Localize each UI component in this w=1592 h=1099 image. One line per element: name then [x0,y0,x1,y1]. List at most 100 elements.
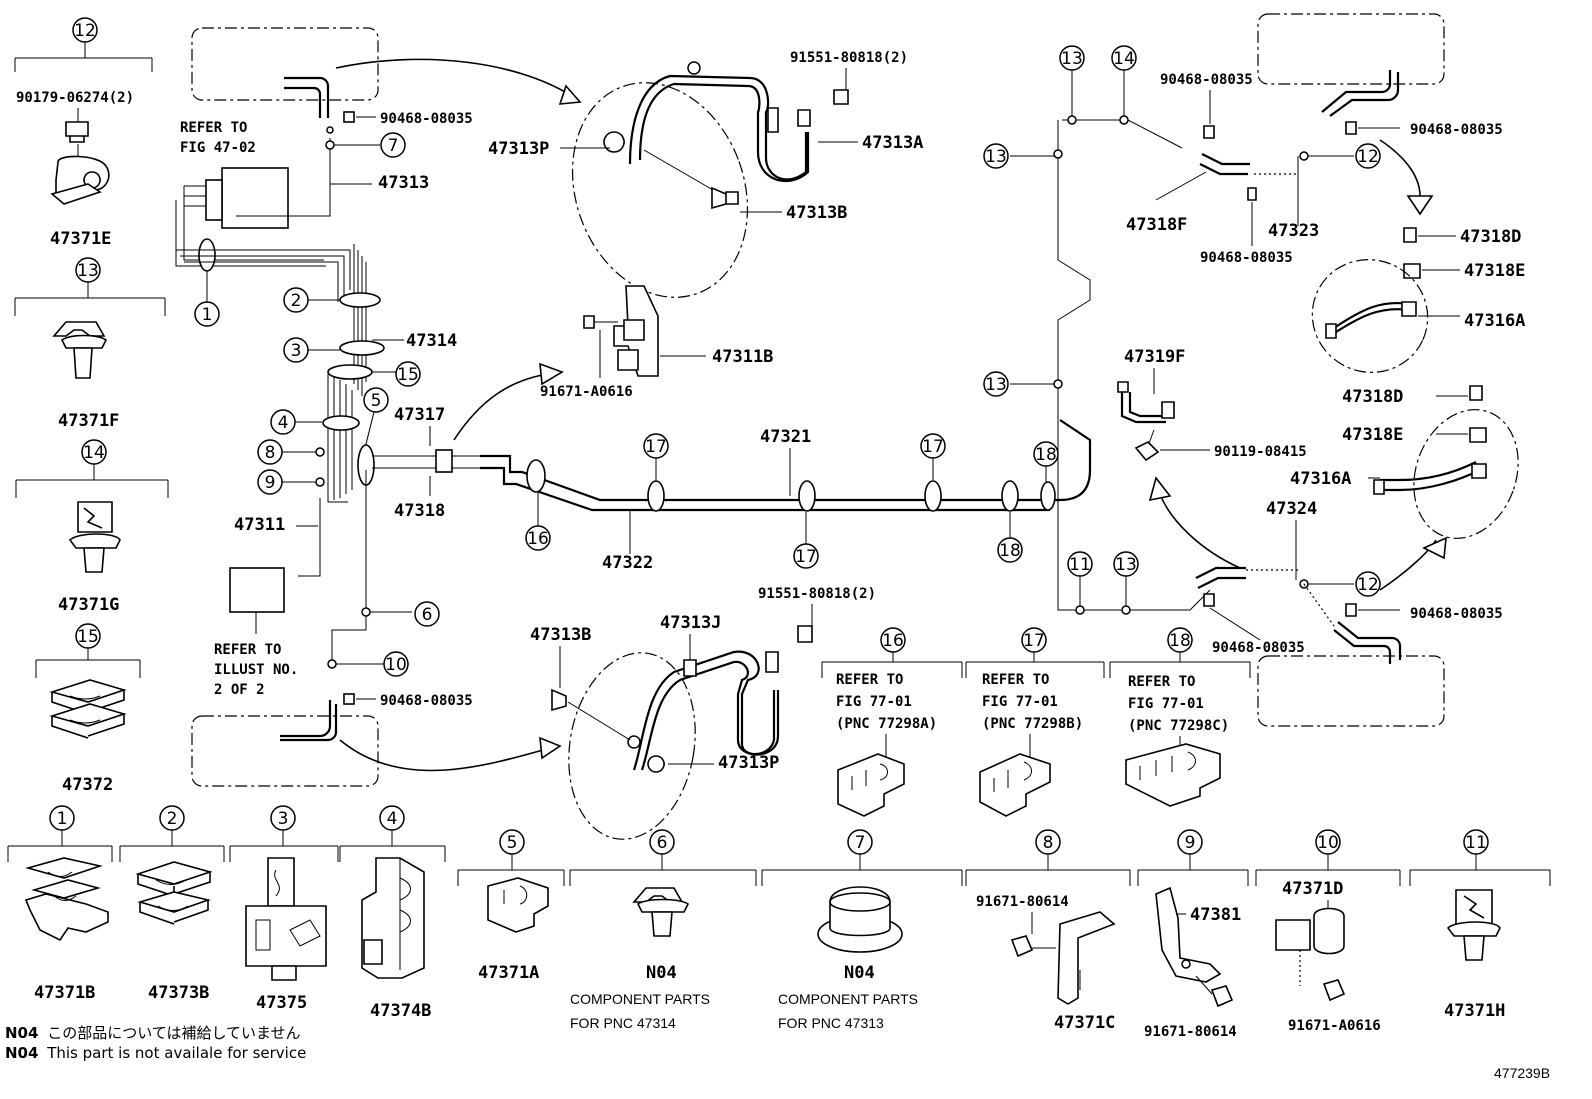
ref-text-a: REFER TO [180,120,247,136]
actuator-block [221,167,289,229]
part-91671-A0616-b: 91671-A0616 [1288,1018,1381,1034]
callout-17d: 17 [1023,631,1045,651]
part-47318E-b: 47318E [1342,425,1403,445]
callout-9: 9 [265,473,276,493]
ref-group-18: 18 REFER TO FIG 77-01 (PNC 77298C) [1109,627,1251,807]
n04-label-7: N04 [844,963,875,983]
part-90468-08035-g: 90468-08035 [1410,606,1503,622]
part-90468-08035-c: 90468-08035 [1160,72,1253,88]
part-47323: 47323 [1268,221,1319,241]
part-47371D: 47371D [1282,879,1343,899]
part-47371B: 47371B [34,983,95,1003]
ref-pnc-b: (PNC 77298B) [982,716,1083,732]
part-90468-08035-a: 90468-08035 [380,111,473,127]
catalog-item-5: 5 47371A [457,829,565,983]
part-47371H: 47371H [1444,1001,1505,1021]
part-47313A: 47313A [862,133,923,153]
part-90468-08035-e: 90468-08035 [1200,250,1293,266]
part-47318D-a: 47318D [1460,227,1521,247]
callout-12b: 12 [1357,147,1379,167]
callout-1b: 1 [202,305,213,325]
ref-illust-no: ILLUST NO. [214,662,298,678]
callout-3b: 3 [291,341,302,361]
part-47311: 47311 [234,515,285,535]
part-47316A-b: 47316A [1290,469,1351,489]
component-note-7-line1: COMPONENT PARTS [778,991,918,1007]
component-note-6-line2: FOR PNC 47314 [570,1015,676,1031]
callout-9c: 9 [1185,833,1196,853]
detail-box-bottom-right [1257,655,1445,727]
ref-fig-18: FIG 77-01 [1128,696,1204,712]
part-91551-80818-b: 91551-80818(2) [758,586,876,602]
part-47371E: 47371E [50,229,111,249]
part-47313J: 47313J [660,613,721,633]
callout-13e: 13 [1115,555,1137,575]
callout-3: 3 [278,809,289,829]
ref-group-17: 17 REFER TO FIG 77-01 (PNC 77298B) [965,627,1105,817]
callout-10b: 10 [385,655,407,675]
catalog-item-15: 15 47372 [35,623,141,795]
callout-17b: 17 [795,547,817,567]
callout-15b: 15 [397,365,419,385]
callout-4b: 4 [278,413,289,433]
part-47318E-a: 47318E [1464,261,1525,281]
footnote-n04-jp: N04 [5,1024,38,1042]
catalog-item-7: 7 N04 COMPONENT PARTS FOR PNC 47313 [761,829,963,1031]
ref-pnc-c: (PNC 77298C) [1128,718,1229,734]
catalog-item-4: 4 47374B [339,805,446,1021]
part-91671-A0616-a: 91671-A0616 [540,384,633,400]
callout-18b: 18 [1035,445,1057,465]
part-47374B: 47374B [370,1001,431,1021]
part-47311B: 47311B [712,347,773,367]
ref-two-of-two: 2 OF 2 [214,682,265,698]
catalog-item-14: 14 47371G [15,439,169,615]
part-47371C: 47371C [1054,1013,1115,1033]
callout-11b: 11 [1069,555,1091,575]
part-47314: 47314 [406,331,457,351]
callout-13d: 13 [985,375,1007,395]
part-47321: 47321 [760,427,811,447]
part-47373B: 47373B [148,983,209,1003]
callout-17c: 17 [922,437,944,457]
part-90119-08415: 90119-08415 [1214,444,1307,460]
catalog-item-3: 3 47375 [229,805,339,1013]
callout-8: 8 [265,443,276,463]
footnote-jp: N04 この部品については補給していません [5,1024,301,1042]
component-note-7-line2: FOR PNC 47313 [778,1015,884,1031]
part-47318F: 47318F [1126,215,1187,235]
footnote-en: N04 This part is not availale for servic… [5,1044,306,1062]
part-47381: 47381 [1190,905,1241,925]
catalog-item-13: 13 47371F [14,257,166,431]
callout-8c: 8 [1043,833,1054,853]
catalog-item-2: 2 47373B [119,805,225,1003]
part-47372: 47372 [62,775,113,795]
part-91671-80614-a: 91671-80614 [976,894,1069,910]
callout-4: 4 [387,809,398,829]
part-90179-06274: 90179-06274(2) [16,90,134,106]
callout-2b: 2 [291,291,302,311]
callout-11c: 11 [1465,833,1487,853]
part-47313B-b: 47313B [530,625,591,645]
catalog-item-9: 9 47381 91671-80614 [1137,829,1249,1040]
callout-17a: 17 [645,437,667,457]
part-91551-80818-a: 91551-80818(2) [790,50,908,66]
detail-box-bottom-left [191,715,379,787]
part-47375: 47375 [256,993,307,1013]
part-47324: 47324 [1266,499,1317,519]
catalog-item-6: 6 N04 COMPONENT PARTS FOR PNC 47314 [569,829,757,1031]
callout-13b: 13 [1061,49,1083,69]
catalog-item-12: 12 90179-06274(2) 47371E [14,17,153,249]
part-47322: 47322 [602,553,653,573]
callout-2: 2 [167,809,178,829]
callout-10c: 10 [1317,833,1339,853]
part-47313: 47313 [378,173,429,193]
ref-fig-17: FIG 77-01 [982,694,1058,710]
part-47313P-a: 47313P [488,139,549,159]
footnote-en-text: This part is not availale for service [46,1044,306,1062]
diagram-id: 477239B [1494,1065,1550,1081]
callout-16c: 16 [882,631,904,651]
ref-text-b: REFER TO [214,642,281,658]
callout-6b: 6 [422,605,433,625]
ref-text-17: REFER TO [982,672,1049,688]
part-47371G: 47371G [58,595,119,615]
